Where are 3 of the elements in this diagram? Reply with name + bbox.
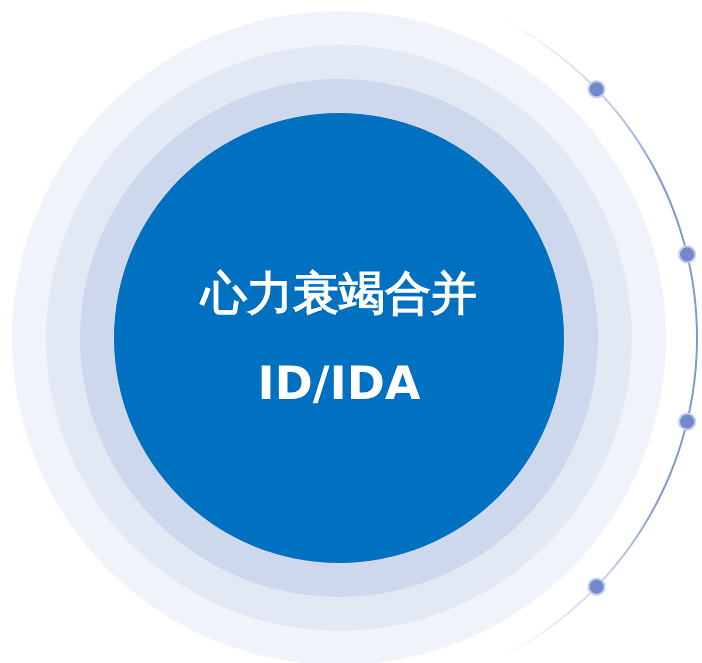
center-circle: [114, 113, 564, 563]
title-text: ID/IDA: [258, 360, 420, 406]
title-text: 心力衰竭合并: [201, 270, 477, 316]
